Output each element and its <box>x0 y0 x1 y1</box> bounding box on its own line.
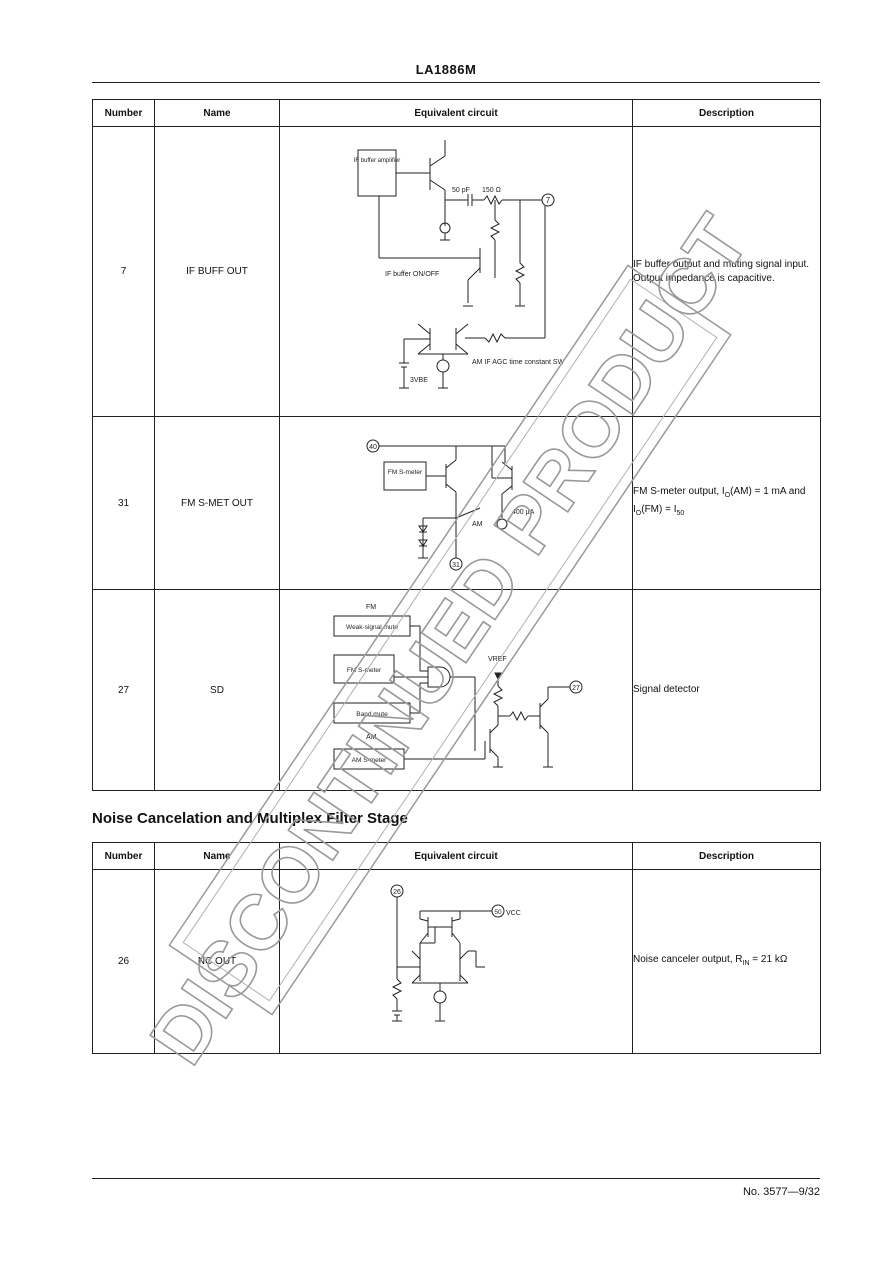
circuit-label: 50 pF <box>452 187 470 194</box>
col-header-number: Number <box>92 842 155 870</box>
pin-description: IF buffer output and muting signal input… <box>632 126 821 417</box>
pin-number: 7 <box>92 126 155 417</box>
pin-name: FM S-MET OUT <box>154 416 280 590</box>
pin-name: NC OUT <box>154 869 280 1054</box>
equivalent-circuit-pin7: IF buffer amplifier 7 50 pF 150 Ω <box>279 126 633 417</box>
pin-name: SD <box>154 589 280 791</box>
table-header-row: Number Name Equivalent circuit Descripti… <box>92 99 821 127</box>
col-header-circuit: Equivalent circuit <box>279 99 633 127</box>
circuit-label: AM <box>472 521 483 528</box>
pin-label: 50 <box>494 909 502 916</box>
equivalent-circuit-pin27: FM Weak-signal mute FM S-meter Band mute… <box>279 589 633 791</box>
circuit-label: AM S-meter <box>352 757 388 764</box>
equivalent-circuit-pin31: 40 FM S-meter 400 µA AM 31 <box>279 416 633 590</box>
circuit-label: 400 µA <box>512 509 535 516</box>
circuit-label: Band mute <box>356 711 388 718</box>
circuit-label: FM S-meter <box>347 667 382 674</box>
circuit-diagram: 40 FM S-meter 400 µA AM 31 <box>366 439 535 570</box>
col-header-number: Number <box>92 99 155 127</box>
pin-label: 27 <box>572 685 580 692</box>
circuit-label: VCC <box>506 910 521 917</box>
col-header-circuit: Equivalent circuit <box>279 842 633 870</box>
pin-name: IF BUFF OUT <box>154 126 280 417</box>
col-header-name: Name <box>154 99 280 127</box>
table-row: 31 FM S-MET OUT 40 FM S-meter 400 µA <box>92 416 821 590</box>
table-header-row: Number Name Equivalent circuit Descripti… <box>92 842 821 870</box>
col-header-name: Name <box>154 842 280 870</box>
page-number: No. 3577—9/32 <box>742 1186 820 1198</box>
circuit-label: IF buffer ON/OFF <box>385 271 439 278</box>
table-row: 27 SD FM Weak-signal mute FM S-meter Ban… <box>92 589 821 791</box>
col-header-description: Description <box>632 99 821 127</box>
header-rule <box>92 82 820 83</box>
pin-table-2: Number Name Equivalent circuit Descripti… <box>92 842 821 1054</box>
circuit-label: VREF <box>488 656 507 663</box>
pin-description: FM S-meter output, IO(AM) = 1 mA and IO(… <box>632 416 821 590</box>
circuit-label: 150 Ω <box>482 187 501 194</box>
pin-number: 31 <box>92 416 155 590</box>
circuit-label: AM IF AGC time constant SW <box>472 359 565 366</box>
circuit-diagram: IF buffer amplifier 7 50 pF 150 Ω <box>354 139 565 388</box>
footer-rule <box>92 1178 820 1179</box>
circuit-label: IF buffer amplifier <box>354 158 401 164</box>
pin-description: Noise canceler output, RIN = 21 kΩ <box>632 869 821 1054</box>
table-row: 26 NC OUT 26 50 VCC <box>92 869 821 1054</box>
table-row: 7 IF BUFF OUT IF buffer amplifier 7 50 p… <box>92 126 821 417</box>
pin-label: 31 <box>452 562 460 569</box>
circuit-label: 3VBE <box>410 377 428 384</box>
circuit-label: Weak-signal mute <box>346 624 398 631</box>
circuit-label: FM S-meter <box>388 469 423 476</box>
col-header-description: Description <box>632 842 821 870</box>
pin-number: 26 <box>92 869 155 1054</box>
circuit-label: AM <box>366 734 377 741</box>
equivalent-circuit-pin26: 26 50 VCC <box>279 869 633 1054</box>
pin-table-1: Number Name Equivalent circuit Descripti… <box>92 99 821 791</box>
circuit-label: FM <box>366 604 376 611</box>
document-title: LA1886M <box>415 62 477 77</box>
circuit-diagram: FM Weak-signal mute FM S-meter Band mute… <box>333 604 583 769</box>
circuit-diagram: 26 50 VCC <box>390 884 521 1021</box>
pin-description: Signal detector <box>632 589 821 791</box>
pin-number: 27 <box>92 589 155 791</box>
pin-label: 7 <box>546 196 551 205</box>
section-heading: Noise Cancelation and Multiplex Filter S… <box>92 810 408 827</box>
pin-label: 40 <box>369 444 377 451</box>
pin-label: 26 <box>393 889 401 896</box>
